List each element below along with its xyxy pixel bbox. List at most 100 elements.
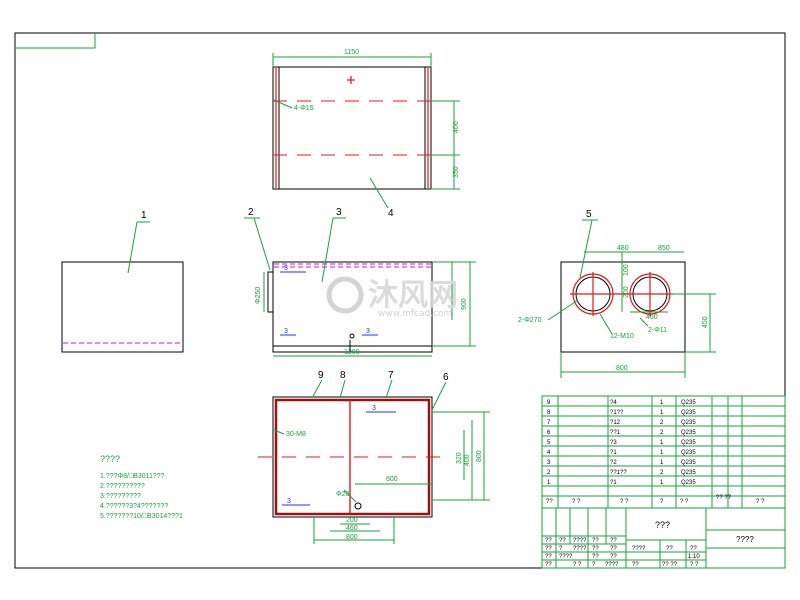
bom-cell-name: ?1	[610, 450, 617, 456]
note-3: 3.?????????	[100, 493, 141, 500]
callout-1-leader	[127, 221, 138, 274]
plan-weld-1: 3	[372, 405, 376, 412]
callout-9-leader	[311, 379, 323, 399]
right-view-body	[560, 261, 686, 353]
top-view-body	[272, 66, 432, 190]
bom-h1: ??	[546, 499, 553, 505]
callout-5: 5	[586, 209, 592, 220]
bom-cell-no: 7	[547, 420, 551, 426]
label-m10: 12-M10	[610, 333, 634, 340]
bom-cell-no: 1	[547, 480, 551, 486]
notes-title: ????	[100, 454, 120, 464]
callout-8-leader	[339, 379, 346, 399]
label-phi11: 2-Φ11	[648, 327, 667, 334]
phi20-leader	[343, 489, 357, 503]
tb-r1-3: ??	[592, 538, 599, 544]
dim-top-350: 350	[453, 166, 460, 178]
title-frame	[541, 507, 786, 569]
bom-h3: ? ?	[620, 499, 629, 505]
bom-cell-material: Q235	[681, 410, 696, 416]
left-view: 1	[61, 210, 184, 353]
note-5: 5.???????10/□B3014???1	[100, 513, 183, 520]
tb-r3-2: ??	[592, 554, 599, 560]
dim-r-450: 450	[702, 316, 709, 328]
tb-ra-0: ??	[545, 562, 552, 568]
callout-7: 7	[388, 370, 394, 381]
tb-r3-0: ??	[545, 554, 552, 560]
bom-h2: ? ?	[572, 499, 581, 505]
callout-4: 4	[388, 208, 394, 219]
callout-2: 2	[248, 207, 254, 218]
hole-leader	[273, 99, 293, 109]
tb-r2-2: ????	[573, 546, 587, 552]
tb-rb-3: ? ?	[690, 562, 699, 568]
tb-r3-1: ????	[559, 554, 573, 560]
bom-cell-no: 4	[547, 450, 551, 456]
bom-cell-no: 6	[547, 430, 551, 436]
dim-1150: 1150	[344, 49, 359, 56]
dim-r-460: 460	[646, 314, 658, 321]
dim-r-800: 800	[616, 365, 628, 372]
m10-leader	[599, 313, 613, 335]
dim-r-200: 200	[623, 286, 630, 298]
hole-label: 4-Φ15	[294, 105, 314, 112]
right-view: 480 850 100 200 460 450 800 2-Φ270 12-M1…	[518, 209, 716, 378]
bom-cell-qty: 1	[660, 400, 664, 406]
tb-scale-1: ??	[666, 546, 673, 552]
dim-r-850: 850	[658, 245, 670, 252]
dim-p-800-bottom: 800	[346, 534, 358, 541]
tb-r1-0: ??	[545, 538, 552, 544]
drawing-name: ???	[655, 520, 670, 530]
front-view: 3 3 3 2 3 Φ250 1200 900	[244, 207, 476, 357]
label-phi20: Φ20	[336, 491, 349, 498]
drain-hole	[349, 333, 355, 339]
bom-cell-name: ??1	[610, 430, 621, 436]
m8-leader	[273, 429, 285, 435]
weld-3: 3	[366, 328, 370, 335]
bom-cell-material: Q235	[681, 460, 696, 466]
dim-p-460: 460	[346, 525, 358, 532]
bom-cell-material: Q235	[681, 430, 696, 436]
tb-r2-0: ??	[545, 546, 552, 552]
dim-phi250: Φ250	[255, 287, 262, 304]
dim-1200: 1200	[344, 349, 360, 356]
dim-p-320: 320	[456, 452, 463, 464]
callout-1: 1	[141, 210, 147, 221]
weld-2: 3	[284, 328, 288, 335]
bom-cell-no: 2	[547, 470, 551, 476]
tb-rb-2: ????	[605, 562, 619, 568]
callout-2-leader	[253, 217, 271, 271]
callout-8: 8	[340, 370, 346, 381]
callout-9: 9	[318, 370, 324, 381]
tb-r2-3: ??	[592, 546, 599, 552]
bom-cell-qty: 2	[660, 420, 664, 426]
bom-cell-no: 3	[547, 460, 551, 466]
bom-cell-name: ??1??	[610, 470, 627, 476]
plan-view: 3 3 9 8 7 6 30-M8 320 400 800 600 200 46…	[258, 370, 490, 544]
label-m8: 30-M8	[286, 431, 306, 438]
bom-cell-material: Q235	[681, 470, 696, 476]
bom-cell-material: Q235	[681, 420, 696, 426]
tb-rb-1: ?? ??	[662, 562, 678, 568]
callout-5-leader	[579, 219, 593, 279]
watermark: 沐风网 www.mfcad.com	[326, 276, 458, 319]
title-block: ??? ???? ?? ?? ???? ?? ?? ?? ? ???? ?? ?…	[541, 507, 786, 569]
dim-r-100: 100	[623, 264, 630, 276]
bom-cell-material: Q235	[681, 400, 696, 406]
bom-cell-name: ?1??	[610, 410, 624, 416]
callout-6: 6	[443, 372, 449, 383]
bom-cell-name: ?1	[610, 480, 617, 486]
tb-r2-4: ??	[610, 546, 617, 552]
watermark-brand: 沐风网	[368, 278, 458, 313]
dim-p-200: 200	[346, 517, 358, 524]
inlet-flange	[267, 271, 274, 313]
callout-3: 3	[336, 207, 342, 218]
callout-3-leader	[321, 217, 334, 283]
